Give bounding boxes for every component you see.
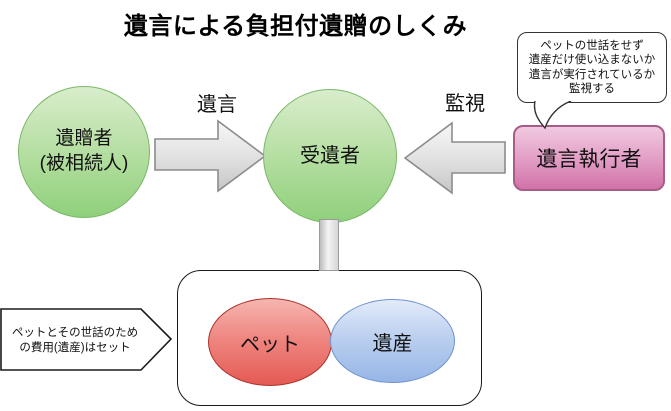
legatee-bundle-connector	[319, 219, 339, 271]
node-estate[interactable]: 遺産	[330, 299, 455, 383]
node-testator[interactable]: 遺贈者 (被相続人)	[18, 86, 150, 218]
node-executor[interactable]: 遺言執行者	[513, 125, 665, 191]
callout-line: ペットの世話をせず	[540, 39, 644, 52]
callout-line: 監視する	[569, 82, 615, 95]
testator-label-line2: (被相続人)	[39, 153, 129, 174]
node-legatee[interactable]: 受遺者	[263, 89, 397, 223]
callout-line: 遺言が実行されているか	[528, 68, 656, 81]
callout-tail	[533, 101, 572, 130]
legatee-label: 受遺者	[300, 145, 360, 167]
banner-line2: の費用(遺産)はセット	[19, 342, 131, 354]
banner-note: ペットとその世話のため の費用(遺産)はセット	[6, 317, 144, 365]
page-title: 遺言による負担付遺贈のしくみ	[123, 13, 468, 40]
monitor-arrow-shape	[403, 121, 506, 195]
executor-callout: ペットの世話をせず 遺産だけ使い込まないか 遺言が実行されているか 監視する	[517, 32, 667, 103]
will-arrow-shape	[154, 119, 267, 193]
node-pet[interactable]: ペット	[208, 298, 332, 386]
executor-label: 遺言執行者	[536, 148, 642, 171]
callout-line: 遺産だけ使い込まないか	[528, 54, 656, 67]
testator-label-line1: 遺贈者	[55, 128, 113, 150]
pet-label: ペット	[240, 333, 300, 356]
banner-line1: ペットとその世話のため	[11, 327, 139, 340]
monitor-arrow-label: 監視	[445, 93, 485, 115]
will-arrow-label: 遺言	[197, 94, 237, 116]
banner-shape	[0, 308, 173, 371]
estate-label: 遺産	[372, 332, 413, 355]
